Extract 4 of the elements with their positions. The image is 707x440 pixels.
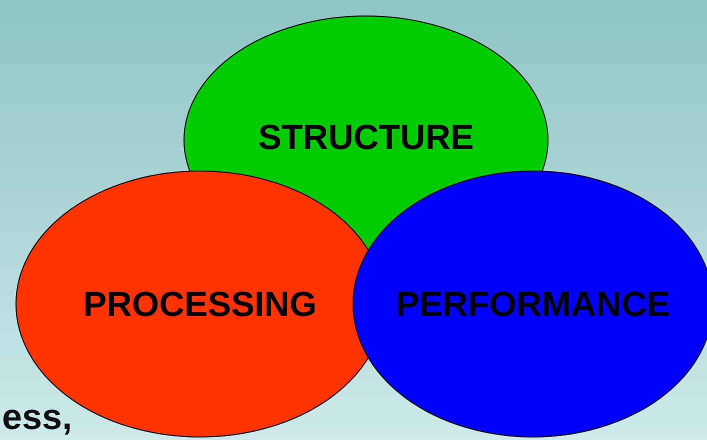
ellipse-label: PROCESSING bbox=[82, 285, 318, 325]
text-fragment: ess, bbox=[2, 396, 72, 438]
ellipse-label: PERFORMANCE bbox=[394, 285, 672, 325]
ellipse-label: STRUCTURE bbox=[257, 118, 475, 158]
